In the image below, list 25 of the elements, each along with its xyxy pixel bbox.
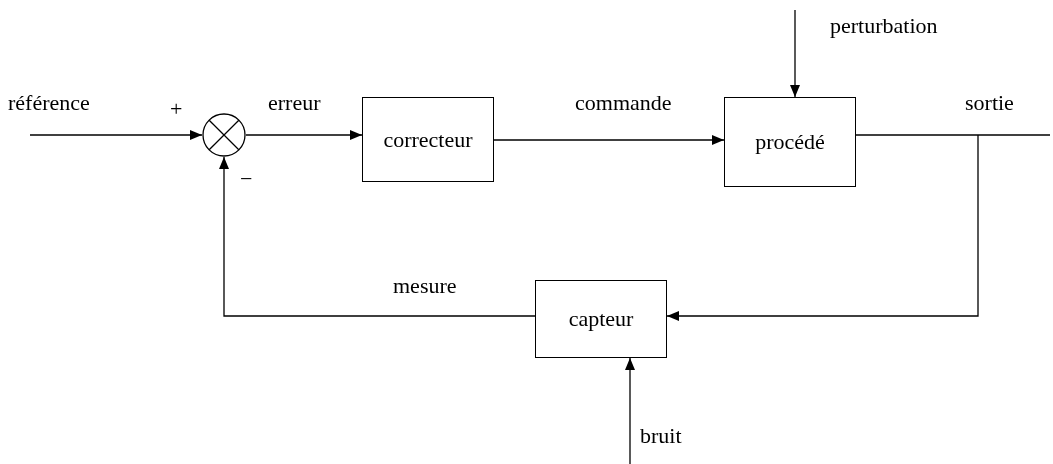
- edge-label: perturbation: [830, 15, 938, 37]
- edge-label: erreur: [268, 92, 321, 114]
- block-label: procédé: [755, 129, 825, 155]
- edge-label: référence: [8, 92, 90, 114]
- edge-label: mesure: [393, 275, 457, 297]
- arrow: [666, 134, 979, 321]
- arrow: [245, 130, 363, 140]
- signal-line: [977, 134, 1051, 136]
- arrow: [493, 135, 725, 145]
- sign-label: −: [240, 168, 253, 190]
- block-label: capteur: [568, 306, 634, 332]
- signal-line: [855, 134, 979, 136]
- arrow: [625, 357, 635, 464]
- edge-label: commande: [575, 92, 672, 114]
- block-box: [535, 280, 667, 358]
- edge-label: sortie: [965, 92, 1014, 114]
- block-label: correcteur: [383, 126, 473, 153]
- arrow: [219, 156, 536, 317]
- block-box: [724, 97, 856, 187]
- summing-junction: [202, 113, 246, 157]
- block-box: [362, 97, 494, 182]
- sign-label: +: [170, 98, 183, 120]
- arrow: [790, 9, 800, 98]
- arrow: [29, 130, 203, 140]
- edge-label: bruit: [640, 425, 682, 447]
